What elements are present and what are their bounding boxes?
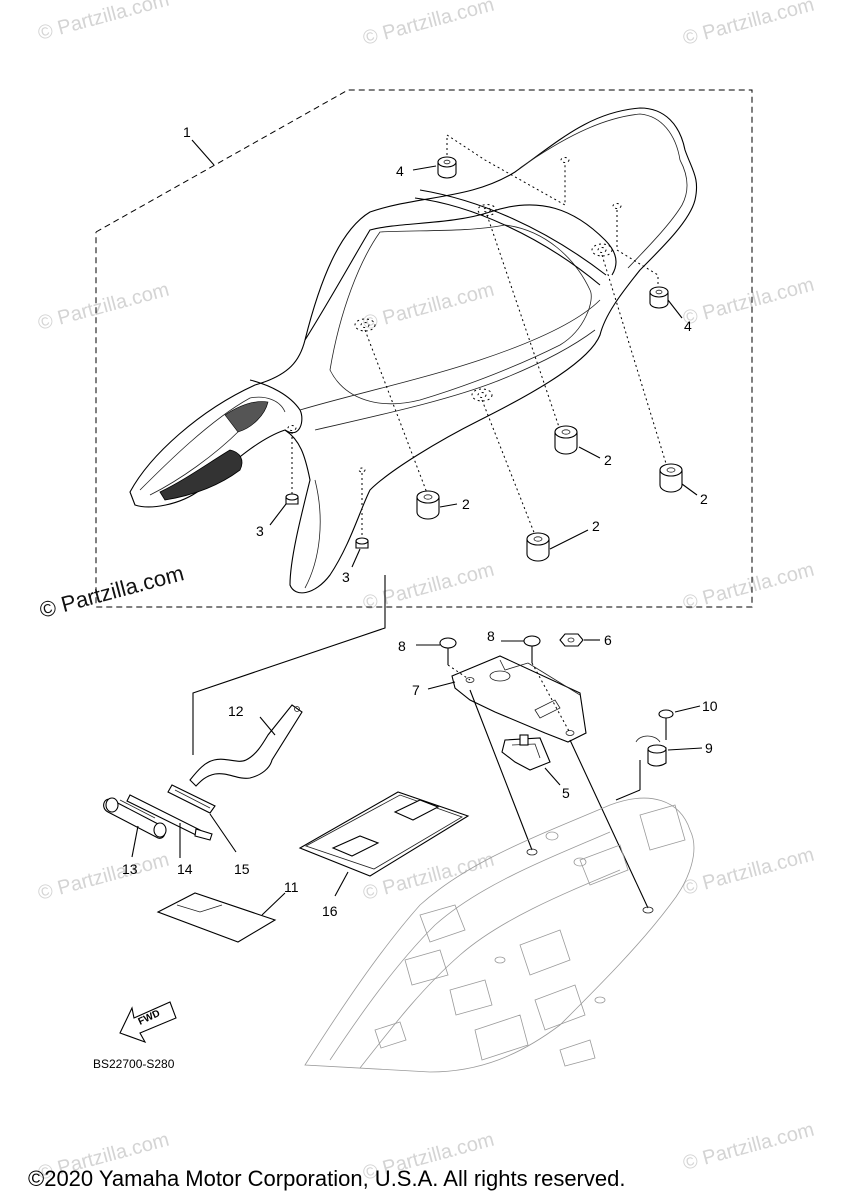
wrench-15 xyxy=(167,784,216,814)
callout-1: 1 xyxy=(183,124,191,140)
callout-10: 10 xyxy=(702,698,718,714)
callout-6: 6 xyxy=(604,632,612,648)
callout-3: 3 xyxy=(256,523,264,539)
callout-11: 11 xyxy=(284,879,299,895)
damper-4a xyxy=(437,156,457,179)
callout-2: 2 xyxy=(700,491,708,507)
handle-13 xyxy=(103,797,167,839)
damper-parts xyxy=(285,156,683,562)
watermark: © Partzilla.com xyxy=(681,274,817,330)
tool-bag-11 xyxy=(156,892,277,943)
damper-2d xyxy=(659,463,683,493)
callout-8: 8 xyxy=(487,628,495,644)
callout-2: 2 xyxy=(592,518,600,534)
callout-15: 15 xyxy=(234,861,250,877)
nut-3a xyxy=(285,493,299,505)
diagram-code: BS22700-S280 xyxy=(93,1057,175,1071)
seat-assembly-box xyxy=(95,89,753,608)
bolt-8b xyxy=(523,635,571,734)
bolt-8a xyxy=(439,637,471,681)
toolkit-leader xyxy=(192,575,386,755)
watermark: © Partzilla.com xyxy=(361,279,497,335)
callout-9: 9 xyxy=(705,740,713,756)
forward-arrow-icon: FWD xyxy=(119,1001,177,1044)
damper-2b xyxy=(526,532,550,562)
owners-manual-16 xyxy=(298,791,470,877)
clip-9 xyxy=(635,735,667,767)
watermark: © Partzilla.com xyxy=(681,844,817,900)
bracket-hardware: 5 8 8 6 7 10 9 xyxy=(398,628,718,909)
damper-2c xyxy=(554,425,578,455)
seat-lock-bracket-7 xyxy=(451,655,587,743)
watermark: © Partzilla.com xyxy=(36,0,172,45)
callout-12: 12 xyxy=(228,703,244,719)
callout-5: 5 xyxy=(562,785,570,801)
copyright-notice: ©2020 Yamaha Motor Corporation, U.S.A. A… xyxy=(28,1166,625,1191)
callout-13: 13 xyxy=(122,861,138,877)
tool-kit: 12 15 14 13 11 xyxy=(103,703,470,943)
watermark-layer: © Partzilla.com © Partzilla.com © Partzi… xyxy=(36,0,817,1185)
watermark: © Partzilla.com xyxy=(681,559,817,615)
callout-14: 14 xyxy=(177,861,193,877)
seat-leaders xyxy=(291,134,669,541)
watermark: © Partzilla.com xyxy=(681,0,817,50)
watermark: © Partzilla.com xyxy=(361,559,497,615)
nut-3b xyxy=(355,537,369,549)
watermark: © Partzilla.com xyxy=(681,1119,817,1175)
watermark: © Partzilla.com xyxy=(36,279,172,335)
callout-8: 8 xyxy=(398,638,406,654)
watermark: © Partzilla.com xyxy=(36,849,172,905)
seat-callouts: 1 4 4 2 2 2 2 3 3 xyxy=(183,124,708,585)
spanner-12 xyxy=(189,704,303,787)
watermark: © Partzilla.com xyxy=(361,0,497,50)
callout-4: 4 xyxy=(396,163,404,179)
seat-drawing xyxy=(129,107,698,594)
callout-16: 16 xyxy=(322,903,338,919)
seat-lock-5 xyxy=(501,734,551,771)
damper-4b xyxy=(649,286,669,309)
callout-2: 2 xyxy=(462,496,470,512)
callout-7: 7 xyxy=(412,682,420,698)
rear-frame xyxy=(304,797,695,1073)
callout-4: 4 xyxy=(684,318,692,334)
bolt-10 xyxy=(658,709,674,740)
damper-2a xyxy=(416,490,440,520)
watermark-main: © Partzilla.com xyxy=(37,560,187,623)
nut-6 xyxy=(559,633,584,647)
callout-2: 2 xyxy=(604,452,612,468)
callout-3: 3 xyxy=(342,569,350,585)
screwdriver-14 xyxy=(126,794,213,841)
